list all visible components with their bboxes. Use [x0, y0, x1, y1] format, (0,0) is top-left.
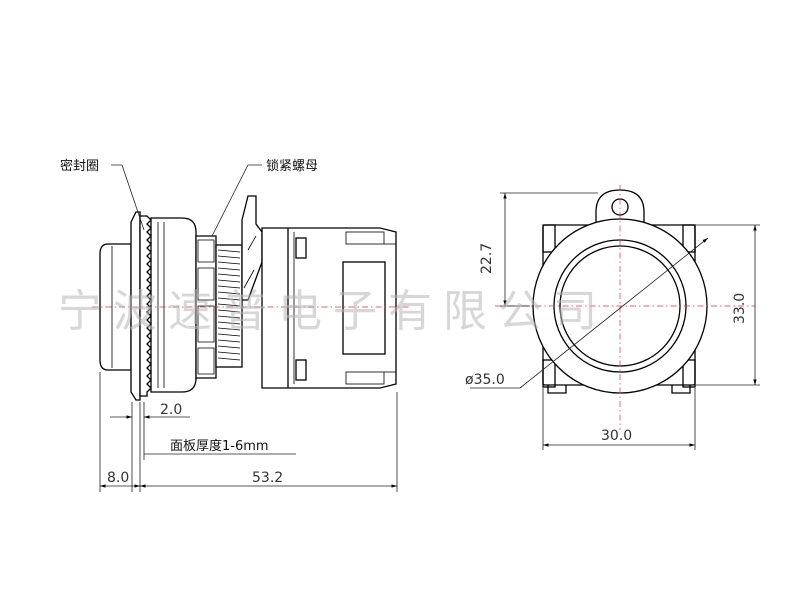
lock-nut-label: 锁紧螺母 — [266, 158, 318, 174]
seal-ring-label: 密封圈 — [60, 158, 99, 174]
dim-head-depth: 8.0 — [107, 470, 129, 486]
front-view — [495, 185, 755, 430]
dim-height-to-axis: 22.7 — [479, 243, 495, 274]
dim-height: 33.0 — [732, 293, 748, 324]
dim-width: 30.0 — [601, 428, 632, 444]
dim-panel-gap: 2.0 — [160, 402, 182, 418]
seal-ring-leader — [111, 164, 145, 231]
threaded-shaft — [215, 244, 243, 368]
contact-window — [342, 261, 386, 355]
switch-body — [261, 227, 397, 389]
front-dimensions: 22.7 33.0 30.0 ø35.0 — [465, 192, 760, 450]
company-watermark: 宁波速普电子有限公司 — [58, 286, 608, 337]
dim-panel-thickness: 面板厚度1-6mm — [170, 438, 269, 454]
mounting-tab — [241, 195, 263, 301]
bottom-terminals — [547, 385, 691, 394]
side-view — [92, 195, 410, 401]
dim-total-length: 53.2 — [252, 470, 283, 486]
dim-diameter: ø35.0 — [465, 372, 505, 388]
bezel-flange — [130, 211, 141, 401]
lock-nut-leader — [211, 164, 262, 237]
side-dimensions: 2.0 面板厚度1-6mm 8.0 53.2 — [99, 372, 398, 492]
